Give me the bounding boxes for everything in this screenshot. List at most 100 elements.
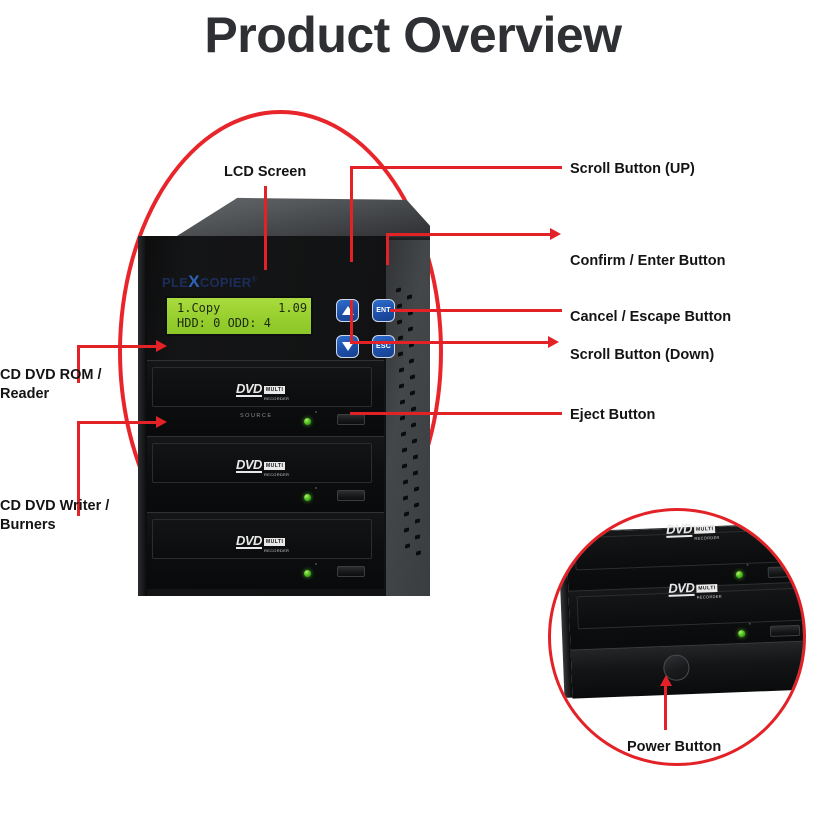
brand-logo-trademark: ® (251, 276, 257, 284)
dvd-multi-recorder-logo: DVD MULTI RECORDER (236, 530, 289, 553)
tower-front-panel: PLEXCOPIER® 1.Copy 1.09 HDD: 0 ODD: 4 EN… (138, 236, 395, 596)
callout-line-lcd-screen (264, 186, 267, 270)
dvd-logo-sub: RECORDER (696, 593, 723, 600)
dvd-logo-badge-group: MULTI RECORDER (263, 530, 290, 553)
dvd-logo-badge: MULTI (263, 538, 286, 546)
brand-logo-x: X (188, 272, 200, 291)
power-button-closeup: DVD MULTI RECORDER DVD MULTI RECORDER (551, 511, 803, 763)
dvd-multi-recorder-logo: DVD MULTI RECORDER (668, 576, 722, 601)
lcd-line-2: HDD: 0 ODD: 4 (177, 316, 271, 330)
callout-label-rom-reader-line1: CD DVD ROM / (0, 367, 102, 383)
emergency-eject-pinhole (315, 411, 317, 413)
dvd-logo-badge-group: MULTI RECORDER (693, 517, 720, 541)
callout-line-scroll-down-h (350, 341, 550, 344)
callout-label-writer-burners: CD DVD Writer / Burners (0, 497, 125, 535)
activity-led (304, 418, 311, 425)
callout-line-scroll-down-v (350, 300, 353, 344)
activity-led (735, 570, 744, 579)
callout-line-enter-v (386, 233, 389, 265)
scroll-up-button[interactable] (336, 299, 359, 322)
inset-base-panel (570, 640, 803, 699)
dvd-logo-badge-group: MULTI RECORDER (263, 454, 290, 477)
triangle-up-icon (341, 306, 354, 315)
brand-logo-suffix: COPIER (199, 275, 252, 290)
inset-duplicator-front: DVD MULTI RECORDER DVD MULTI RECORDER (558, 512, 803, 699)
bay-source-label: SOURCE (240, 413, 273, 419)
emergency-eject-pinhole (748, 622, 751, 625)
callout-arrow-rom (156, 340, 167, 352)
dvd-logo-word: DVD (665, 520, 693, 538)
brand-logo-prefix: PLE (162, 275, 189, 290)
drive-tray[interactable] (152, 519, 372, 559)
dvd-logo-sub: RECORDER (694, 534, 720, 541)
dvd-logo-sub: RECORDER (263, 472, 290, 477)
eject-button-bay-3[interactable] (337, 566, 365, 577)
dvd-duplicator-tower: PLEXCOPIER® 1.Copy 1.09 HDD: 0 ODD: 4 EN… (138, 196, 430, 596)
dvd-logo-badge-group: MULTI RECORDER (696, 576, 722, 600)
callout-label-scroll-up: Scroll Button (UP) (570, 161, 695, 177)
escape-button[interactable]: ESC (372, 335, 395, 358)
callout-line-escape (390, 309, 562, 312)
callout-line-power (664, 684, 667, 730)
callout-label-lcd-screen: LCD Screen (224, 164, 307, 180)
dvd-logo-word: DVD (236, 456, 262, 473)
callout-label-confirm-enter: Confirm / Enter Button (570, 253, 726, 269)
lcd-screen: 1.Copy 1.09 HDD: 0 ODD: 4 (165, 296, 313, 336)
drive-tray[interactable] (152, 443, 372, 483)
dvd-multi-recorder-logo: DVD MULTI RECORDER (236, 454, 289, 477)
activity-led (304, 570, 311, 577)
dvd-logo-badge: MULTI (263, 462, 286, 470)
inset-highlight-circle (548, 508, 806, 766)
callout-arrow-power (660, 675, 672, 686)
page-title: Product Overview (204, 7, 622, 63)
dvd-logo-word: DVD (236, 532, 262, 549)
dvd-multi-recorder-logo: DVD MULTI RECORDER (666, 517, 720, 542)
drive-bay-1[interactable]: DVD MULTI RECORDER SOURCE (144, 360, 384, 437)
tower-side-panel (384, 240, 430, 596)
drive-bay-2[interactable]: DVD MULTI RECORDER (144, 436, 384, 513)
triangle-down-icon (341, 342, 354, 351)
drive-tray[interactable] (152, 367, 372, 407)
callout-line-scroll-up-h (350, 166, 562, 169)
drive-bay-3[interactable]: DVD MULTI RECORDER (144, 512, 384, 589)
lcd-line-1: 1.Copy 1.09 (177, 301, 308, 315)
dvd-multi-recorder-logo: DVD MULTI RECORDER (236, 378, 289, 401)
dvd-logo-badge: MULTI (696, 583, 718, 593)
callout-line-rom-h (77, 345, 159, 348)
callout-label-cancel-escape: Cancel / Escape Button (570, 309, 732, 325)
emergency-eject-pinhole (315, 563, 317, 565)
inset-eject-button-1[interactable] (767, 565, 798, 579)
callout-label-writer-burners-line2: Burners (0, 517, 56, 533)
dvd-logo-word: DVD (668, 579, 695, 597)
callout-label-power: Power Button (627, 739, 722, 755)
callout-line-rom-v (77, 345, 80, 383)
dvd-logo-sub: RECORDER (263, 548, 290, 553)
scroll-down-button[interactable] (336, 335, 359, 358)
inset-eject-button-2[interactable] (769, 624, 801, 637)
callout-line-eject (350, 412, 562, 415)
callout-line-scroll-up-v (350, 166, 353, 262)
callout-arrow-enter (550, 228, 561, 240)
callout-label-eject: Eject Button (570, 407, 656, 423)
callout-line-writer-h (77, 421, 159, 424)
dvd-logo-badge: MULTI (263, 386, 286, 394)
brand-logo: PLEXCOPIER® (162, 272, 257, 292)
tower-front-left-edge (138, 236, 147, 596)
dvd-logo-word: DVD (236, 380, 262, 397)
dvd-logo-sub: RECORDER (263, 396, 290, 401)
callout-label-scroll-down: Scroll Button (Down) (570, 347, 715, 363)
dvd-logo-badge: MULTI (693, 525, 716, 534)
activity-led (304, 494, 311, 501)
dvd-logo-badge-group: MULTI RECORDER (263, 378, 290, 401)
callout-label-rom-reader: CD DVD ROM / Reader (0, 366, 125, 404)
callout-line-enter-h (386, 233, 552, 236)
emergency-eject-pinhole (315, 487, 317, 489)
eject-button-bay-2[interactable] (337, 490, 365, 501)
callout-arrow-writer (156, 416, 167, 428)
callout-arrow-scroll-down (548, 336, 559, 348)
eject-button-bay-1[interactable] (337, 414, 365, 425)
activity-led (738, 629, 746, 638)
emergency-eject-pinhole (746, 563, 749, 566)
callout-label-writer-burners-line1: CD DVD Writer / (0, 498, 110, 514)
